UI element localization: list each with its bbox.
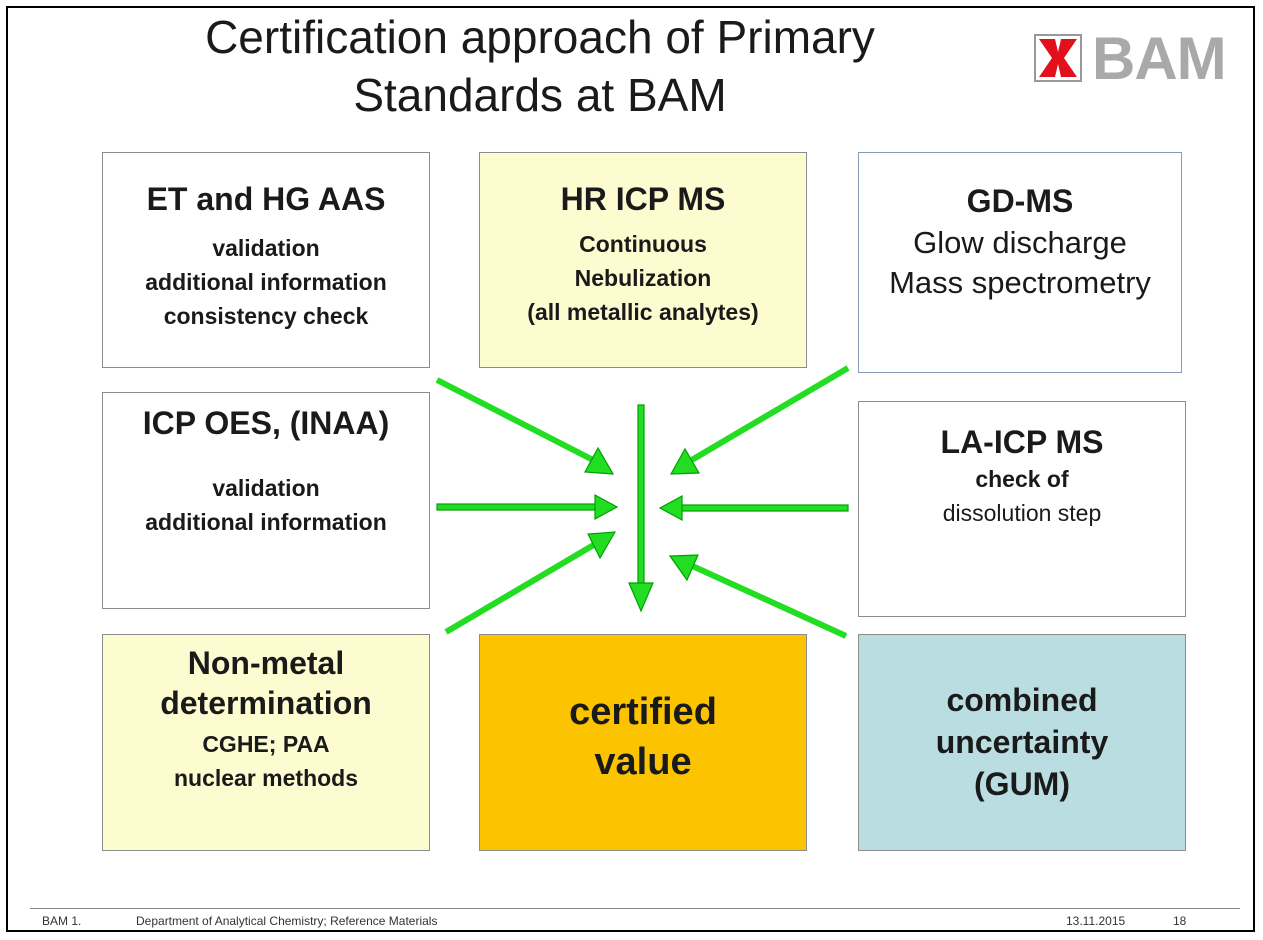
box-non-metal-heading-1: Non-metal xyxy=(187,645,345,681)
footer-date: 13.11.2015 xyxy=(1066,914,1126,928)
bam-logo-mark xyxy=(1034,34,1082,82)
slide-title: Certification approach of Primary Standa… xyxy=(110,8,970,124)
arrow-from-et-hg-aas xyxy=(435,377,615,475)
box-et-hg-aas-line-1: validation xyxy=(212,235,320,261)
arrow-from-icp-oes xyxy=(436,493,619,521)
box-et-hg-aas-line-2: additional information xyxy=(145,269,387,295)
box-combined-uncertainty-line-1: combined xyxy=(946,682,1098,718)
arrow-from-non-metal xyxy=(444,531,617,635)
bam-logo-text: BAM xyxy=(1092,25,1227,92)
box-combined-uncertainty: combined uncertainty (GUM) xyxy=(858,634,1186,851)
bam-logo: BAM xyxy=(1034,28,1246,90)
box-hr-icp-ms: HR ICP MS Continuous Nebulization (all m… xyxy=(479,152,807,368)
slide-frame xyxy=(6,6,1255,932)
box-gd-ms-line-2: Mass spectrometry xyxy=(889,265,1151,300)
footer-department: Department of Analytical Chemistry; Refe… xyxy=(136,914,438,928)
arrow-from-la-icp-ms xyxy=(658,494,849,522)
box-hr-icp-ms-heading: HR ICP MS xyxy=(560,181,726,217)
box-hr-icp-ms-line-1: Continuous xyxy=(579,231,707,257)
box-icp-oes: ICP OES, (INAA) validation additional in… xyxy=(102,392,430,609)
arrow-from-combined-uncertainty xyxy=(668,554,848,639)
arrow-from-gd-ms xyxy=(669,365,850,475)
box-combined-uncertainty-line-2: uncertainty xyxy=(935,724,1109,760)
box-combined-uncertainty-line-3: (GUM) xyxy=(974,766,1070,802)
bam-logo-cross-icon xyxy=(1039,39,1077,77)
box-gd-ms-line-1: Glow discharge xyxy=(913,225,1127,260)
slide-title-line-1: Certification approach of Primary xyxy=(205,11,875,63)
box-certified-value-line-1: certified xyxy=(569,691,717,733)
footer-page-number: 18 xyxy=(1173,914,1187,928)
footer-divider xyxy=(30,908,1240,909)
footer-left: BAM 1. xyxy=(42,914,82,928)
box-gd-ms-heading: GD-MS xyxy=(966,183,1074,219)
box-et-hg-aas-heading: ET and HG AAS xyxy=(146,181,386,217)
box-non-metal-heading-2: determination xyxy=(160,685,372,721)
box-la-icp-ms-line-1: check of xyxy=(975,466,1069,492)
arrow-down-to-certified xyxy=(628,404,654,613)
box-certified-value-line-2: value xyxy=(594,741,692,783)
box-et-hg-aas-line-3: consistency check xyxy=(163,303,369,329)
box-hr-icp-ms-line-3: (all metallic analytes) xyxy=(527,299,759,325)
box-la-icp-ms: LA-ICP MS check of dissolution step xyxy=(858,401,1186,617)
box-hr-icp-ms-line-2: Nebulization xyxy=(574,265,712,291)
box-certified-value: certified value xyxy=(479,634,807,851)
box-la-icp-ms-heading: LA-ICP MS xyxy=(940,424,1104,460)
box-la-icp-ms-line-2: dissolution step xyxy=(942,500,1102,526)
box-non-metal-line-2: nuclear methods xyxy=(173,765,359,791)
box-icp-oes-line-2: additional information xyxy=(145,509,387,535)
box-icp-oes-heading: ICP OES, (INAA) xyxy=(142,405,390,441)
box-non-metal: Non-metal determination CGHE; PAA nuclea… xyxy=(102,634,430,851)
box-non-metal-line-1: CGHE; PAA xyxy=(202,731,330,757)
slide-title-line-2: Standards at BAM xyxy=(353,69,727,121)
box-icp-oes-line-1: validation xyxy=(212,475,320,501)
box-et-hg-aas: ET and HG AAS validation additional info… xyxy=(102,152,430,368)
box-gd-ms: GD-MS Glow discharge Mass spectrometry xyxy=(858,152,1182,373)
